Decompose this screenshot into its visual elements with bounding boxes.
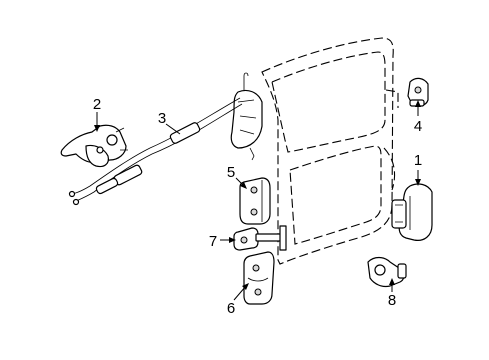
door-check-strap [233,225,287,251]
label-1: 1 [414,152,422,169]
inside-door-handle [60,124,128,168]
label-3: 3 [158,110,166,127]
door-lock-cylinder [367,256,407,288]
door-striker [407,77,429,107]
label-4: 4 [414,118,422,135]
door-lock-actuator [230,72,263,161]
outside-door-handle [391,183,433,241]
label-6: 6 [227,300,235,317]
callout-lines [94,100,421,301]
label-5: 5 [227,164,235,181]
label-8: 8 [388,292,396,309]
lock-cables [68,97,243,206]
label-7: 7 [209,233,217,250]
label-2: 2 [93,96,101,113]
lower-door-hinge [243,251,275,305]
door-panel [261,37,399,265]
